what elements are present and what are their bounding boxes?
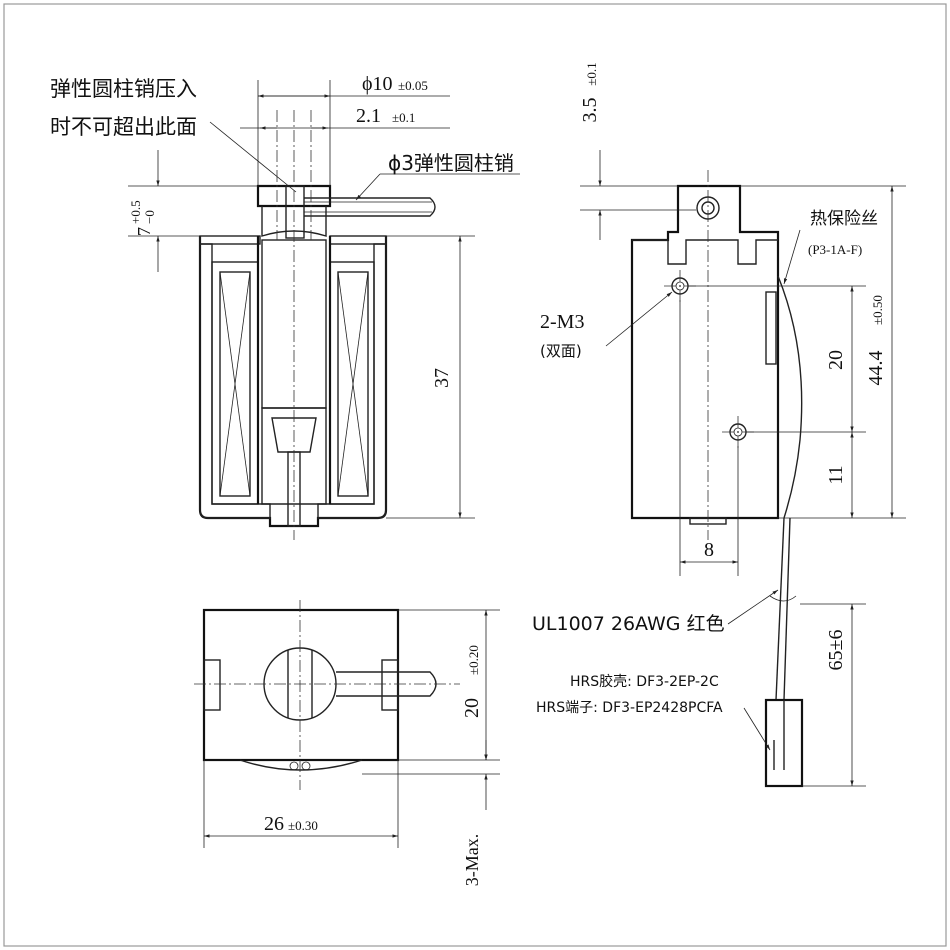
phi10-label: ϕ10 — [362, 73, 393, 95]
d7-tol-plus: +0.5 — [128, 200, 143, 224]
phi10-tol: ±0.05 — [398, 78, 428, 93]
d20-top-tol: ±0.20 — [466, 645, 481, 675]
top-view: 20 ±0.20 3-Max. 26 ±0.30 — [194, 600, 500, 886]
d44-4-tol: ±0.50 — [870, 295, 885, 325]
housing-spec-label: HRS胶壳: DF3-2EP-2C — [570, 673, 719, 690]
d20-top-label: 20 — [461, 698, 483, 718]
pin-note-line2: 时不可超出此面 — [50, 115, 197, 139]
wire-spec-label: UL1007 26AWG 红色 — [532, 613, 725, 635]
d2-1-label: 2.1 — [356, 105, 381, 127]
d3-5-label: 3.5 — [579, 98, 601, 123]
d26-tol: ±0.30 — [288, 818, 318, 833]
d7-label: 7 — [134, 227, 154, 236]
side-view: 3.5 ±0.1 44.4 ±0.50 20 11 8 65±6 热保险丝 (P… — [532, 62, 906, 788]
d11-label: 11 — [825, 465, 847, 484]
d2-1-tol: ±0.1 — [392, 110, 415, 125]
d20-side-label: 20 — [825, 350, 847, 370]
frame-border — [3, 3, 947, 947]
d7-tol-minus: −0 — [142, 210, 157, 224]
pin-note-line1: 弹性圆柱销压入 — [50, 77, 197, 101]
pin-spec-label: ϕ3弹性圆柱销 — [388, 151, 514, 175]
d8-label: 8 — [704, 539, 714, 561]
thermal-fuse-model: (P3-1A-F) — [808, 242, 862, 257]
d3-5-tol: ±0.1 — [584, 62, 599, 85]
d65-label: 65±6 — [825, 630, 847, 671]
d26-label: 26 — [264, 813, 284, 835]
front-section-view: ϕ10 ±0.05 2.1 ±0.1 弹性圆柱销压入 时不可超出此面 ϕ3弹性圆… — [50, 73, 520, 540]
thermal-fuse-label: 热保险丝 — [810, 209, 878, 229]
d44-4-label: 44.4 — [865, 351, 887, 386]
screw-holes-note: (双面) — [540, 342, 582, 360]
terminal-spec-label: HRS端子: DF3-EP2428PCFA — [536, 700, 723, 716]
d3max-label: 3-Max. — [462, 834, 482, 887]
screw-holes-label: 2-M3 — [540, 311, 584, 333]
d37-label: 37 — [431, 368, 453, 388]
